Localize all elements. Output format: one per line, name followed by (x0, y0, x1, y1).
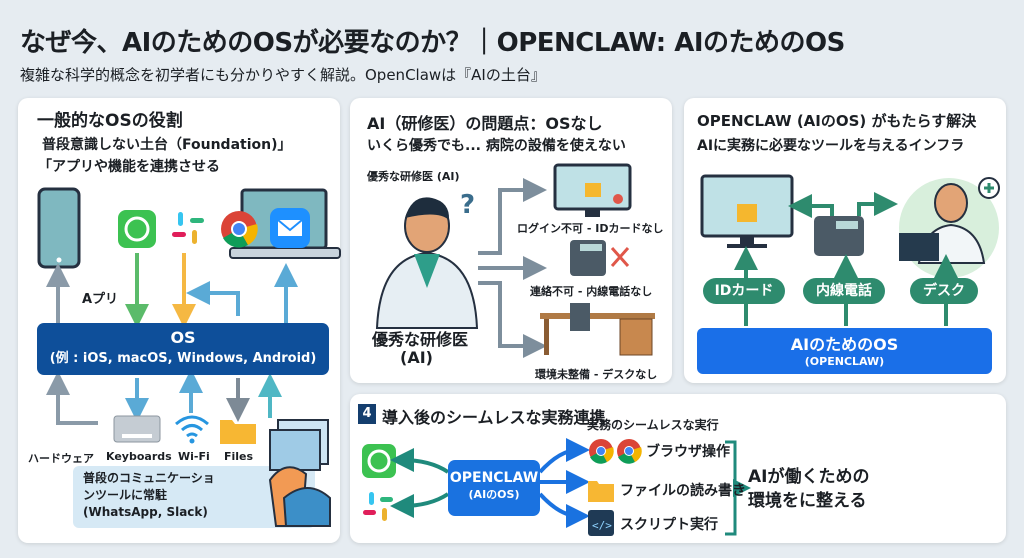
panel-title: OPENCLAW (AIのOS) がもたらす解決 (697, 112, 977, 130)
flow-arrows (46, 253, 298, 425)
wifi-icon (175, 415, 209, 444)
comm-text: (WhatsApp, Slack) (83, 505, 208, 519)
doctor-label: (AI) (400, 348, 433, 367)
folder-icon (588, 481, 614, 502)
doctor-label: 優秀な研修医 (372, 330, 469, 349)
panel-ai-problem: AI（研修医）の問題点：OSなし いくら優秀でも... 病院の設備を使えない 優… (350, 98, 672, 383)
phone-x-icon (570, 240, 630, 276)
issue-label: ログイン不可 - IDカードなし (517, 222, 664, 235)
panel-title: AI（研修医）の問題点：OSなし (367, 114, 603, 133)
id-monitor-icon (700, 174, 794, 248)
whatsapp-icon (362, 444, 396, 478)
panel-title: 一般的なOSの役割 (37, 111, 183, 131)
page-title: なぜ今、AIのためのOSが必要なのか？｜OPENCLAW: AIのためのOS (20, 28, 845, 58)
exec-files: ファイルの読み書き (620, 483, 746, 499)
files-label: Files (224, 450, 254, 463)
slack-icon (363, 492, 393, 521)
bar-title: AIのためのOS (790, 335, 899, 354)
os-title: OS (170, 328, 196, 347)
exec-heading: 実務のシームレスな実行 (587, 418, 719, 432)
desk-phone-icon (814, 216, 864, 256)
svg-text:?: ? (460, 190, 475, 220)
result-text: 環境をに整える (748, 491, 867, 511)
keyboard-icon (113, 415, 161, 443)
confused-doctor-icon: ? (375, 190, 479, 329)
locked-monitor-icon (553, 163, 632, 217)
code-icon: </> (588, 510, 614, 536)
step-badge: 4 (358, 404, 376, 424)
pill-extension-phone: 内線電話 (803, 278, 885, 304)
page-subtitle: 複雑な科学的概念を初学者にも分かりやすく解説。OpenClawは『AIの土台』 (20, 66, 546, 84)
panel-text: 「アプリや機能を連携させる (38, 159, 220, 175)
folder-icon (220, 420, 256, 444)
panel-openclaw-solution: OPENCLAW (AIのOS) がもたらす解決 AIに実務に必要なツールを与え… (684, 98, 1006, 383)
panel-title: 導入後のシームレスな実務連携 (382, 408, 606, 427)
panel-seamless-integration: 4 導入後のシームレスな実務連携 OPENCLAW (AIのOS) 実務のシーム… (350, 394, 1006, 543)
doctor-caption: 優秀な研修医 (AI) (367, 170, 460, 183)
comm-text: ンツールに常駐 (83, 488, 168, 502)
panel-subtitle: いくら優秀でも... 病院の設備を使えない (367, 138, 626, 154)
happy-doctor-icon (899, 177, 1000, 278)
openclaw-center-box: OPENCLAW (AIのOS) (448, 460, 540, 516)
os-block: OS (例 : iOS, macOS, Windows, Android) (37, 323, 329, 375)
chrome-icon (221, 211, 258, 248)
slack-icon (172, 212, 204, 244)
panel-text: 普段意識しない土台（Foundation)」 (42, 137, 292, 153)
pill-id-card: IDカード (703, 278, 785, 304)
result-text: AIが働くための (748, 467, 870, 487)
whatsapp-icon (118, 210, 156, 248)
svg-text:</>: </> (592, 519, 612, 532)
hand-with-cards-icon (268, 419, 331, 527)
chrome-icon (589, 439, 614, 464)
center-subtitle: (AIのOS) (468, 488, 520, 501)
bar-subtitle: (OPENCLAW) (804, 355, 885, 368)
apps-label: Aプリ (82, 292, 119, 307)
panel-subtitle: AIに実務に必要なツールを与えるインフラ (697, 138, 965, 154)
os-examples: (例 : iOS, macOS, Windows, Android) (49, 351, 317, 366)
integration-arrows (390, 438, 1006, 536)
panel-general-os: 一般的なOSの役割 普段意識しない土台（Foundation)」 「アプリや機能… (18, 98, 341, 543)
comm-text: 普段のコミュニケーショ (83, 471, 215, 485)
hardware-label: ハードウェア (28, 452, 94, 465)
issue-label: 環境未整備 - デスクなし (535, 368, 658, 381)
mail-icon (270, 208, 310, 248)
problem-arrows (478, 178, 547, 358)
exec-browser: ブラウザ操作 (646, 444, 730, 460)
issue-label: 連絡不可 - 内線電話なし (530, 285, 653, 298)
chrome-icon (617, 439, 642, 464)
desk-icon (540, 303, 655, 356)
keyboards-label: Keyboards (106, 450, 172, 463)
pill-desk: デスク (910, 278, 978, 304)
ai-os-bar: AIのためのOS (OPENCLAW) (697, 328, 992, 374)
exec-scripts: スクリプト実行 (620, 517, 718, 533)
wifi-label: Wi-Fi (178, 450, 210, 463)
center-title: OPENCLAW (449, 470, 539, 486)
